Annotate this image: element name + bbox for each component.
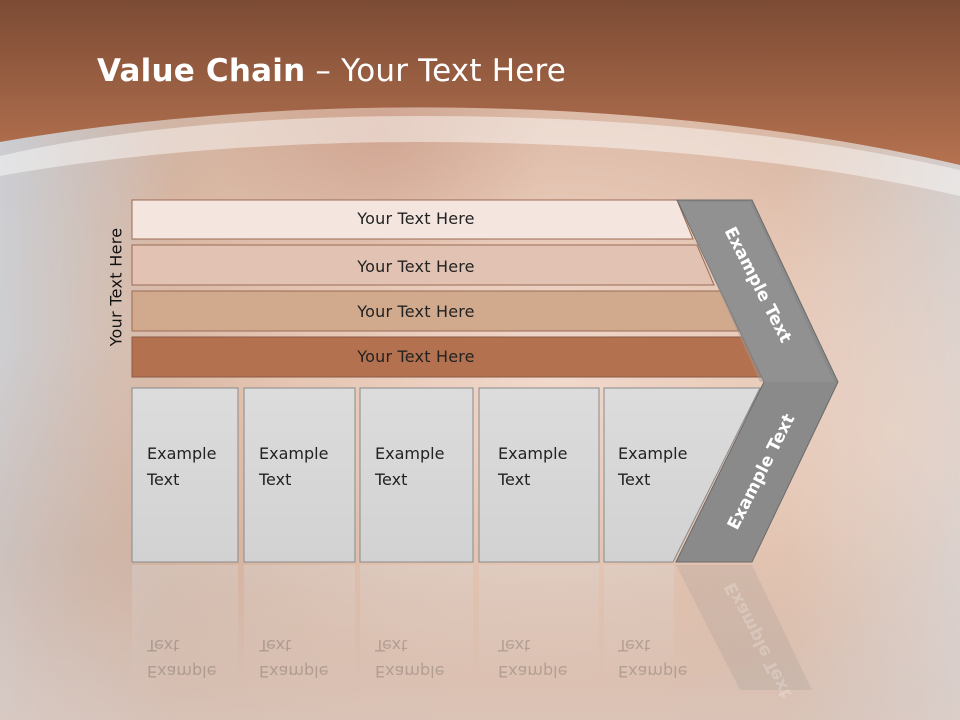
cell-1-reflection: [132, 565, 238, 685]
chevron-highlight: [679, 202, 834, 382]
title-bold: Value Chain: [97, 53, 306, 89]
cell-4-reflection: [479, 565, 599, 685]
bar-2-label: Your Text Here: [357, 257, 475, 276]
chevron-shape: [675, 199, 839, 563]
bar-3-shape: [131, 290, 740, 332]
cell-3-shape: [359, 387, 474, 563]
chevron-reflection: [676, 565, 812, 690]
title-rest: – Your Text Here: [305, 53, 567, 89]
cell-3-reflection: [360, 565, 473, 685]
cell-5-shape: [603, 387, 761, 563]
vertical-axis-label: Your Text Here: [106, 227, 126, 347]
bar-3-label: Your Text Here: [357, 302, 475, 321]
slide-title: Value Chain – Your Text Here: [97, 53, 566, 89]
bar-2-shape: [131, 244, 715, 286]
cell-1-shape: [131, 387, 239, 563]
bar-1-shape: [131, 199, 694, 240]
cell-5-reflection: [604, 565, 674, 685]
bar-1-label: Your Text Here: [357, 209, 475, 228]
bar-4-label: Your Text Here: [357, 347, 475, 366]
header-band: [0, 0, 960, 165]
cell-4-shape: [478, 387, 600, 563]
cell-2-reflection: [244, 565, 355, 685]
header-arc-highlight: [0, 116, 960, 196]
cell-2-shape: [243, 387, 356, 563]
